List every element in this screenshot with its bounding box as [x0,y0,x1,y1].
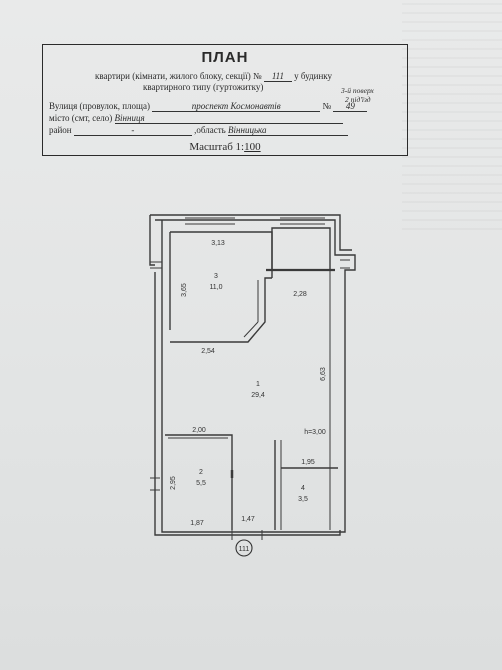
dim-room3-depth: 3,65 [181,283,188,297]
scale-label: Масштаб 1: [189,141,245,153]
left-window-mark [150,261,162,269]
apartment-prefix: квартири (кімнати, жилого блоку, секції)… [95,71,262,81]
dim-door-width: 1,47 [241,516,255,523]
outer-wall-left-bottom [154,272,341,536]
room3-diagonal-wall [170,277,272,343]
room3-number: 3 [214,273,218,280]
dim-top-right: 2,28 [293,291,307,298]
apartment-line: квартири (кімнати, жилого блоку, секції)… [95,71,332,82]
plan-title: ПЛАН [201,49,249,66]
dim-room2-depth: 2,95 [170,476,177,490]
dim-room2-bottom: 1,87 [190,520,204,527]
dim-mid-left: 2,54 [201,348,215,355]
dim-right-height: 6,63 [320,367,327,381]
room1-area: 29,4 [251,392,265,399]
outer-wall-inner [155,219,356,533]
scale-line: Масштаб 1:100 [43,141,407,153]
room2-walls [165,434,233,530]
district-label: район [49,125,72,135]
city-value: Вінниця [114,113,343,124]
dim-room2-width: 2,00 [192,427,206,434]
room3-diagonal-inner [243,280,259,338]
right-window-mark [340,259,350,269]
outer-wall-top [150,214,352,251]
background-ghost-text [402,0,502,230]
district-line: район - ,область Вінницька [49,125,349,136]
house-number: 49 [333,101,368,112]
room3-top-wall [170,231,273,278]
apartment-number: 111 [263,71,292,82]
left-window-mark-bottom [150,477,160,491]
room4-area: 3,5 [298,496,308,503]
apartment-suffix: у будинку [294,71,333,81]
unit-marker-circle [235,539,253,557]
street-line: Вулиця (провулок, площа) проспект Космон… [49,101,368,112]
building-type-line: квартирного типу (гуртожитку) [143,82,264,92]
city-label: місто (смт, село) [49,113,113,123]
window-top-right [280,217,325,225]
street-label: Вулиця (провулок, площа) [49,101,150,111]
street-value: проспект Космонавтів [152,101,321,112]
district-value: - [73,125,192,136]
room2-area: 5,5 [196,480,206,487]
room4-number: 4 [301,485,305,492]
city-line: місто (смт, село) Вінниця [49,113,343,124]
entrance-jambs [231,530,263,540]
loggia [271,227,331,271]
floor-note: 3-й поверх [341,86,374,95]
dim-ceiling-height: h=3,00 [304,429,326,436]
scale-value: 100 [244,141,261,153]
plan-header-box: ПЛАН квартири (кімнати, жилого блоку, се… [42,44,408,156]
room2-number: 2 [199,469,203,476]
region-prefix: ,область [194,125,226,135]
outer-wall-left-top [149,215,155,266]
dim-room4-width: 1,95 [301,459,315,466]
dim-room3-width: 3,13 [211,240,225,247]
room3-area: 11,0 [209,284,222,291]
window-top-left [185,217,235,225]
region-value: Вінницька [228,125,349,136]
room1-number: 1 [256,381,260,388]
house-number-label: № [322,101,332,111]
entrance-note: 2 під'їзд [345,95,371,104]
unit-marker-text: 111 [239,546,250,553]
